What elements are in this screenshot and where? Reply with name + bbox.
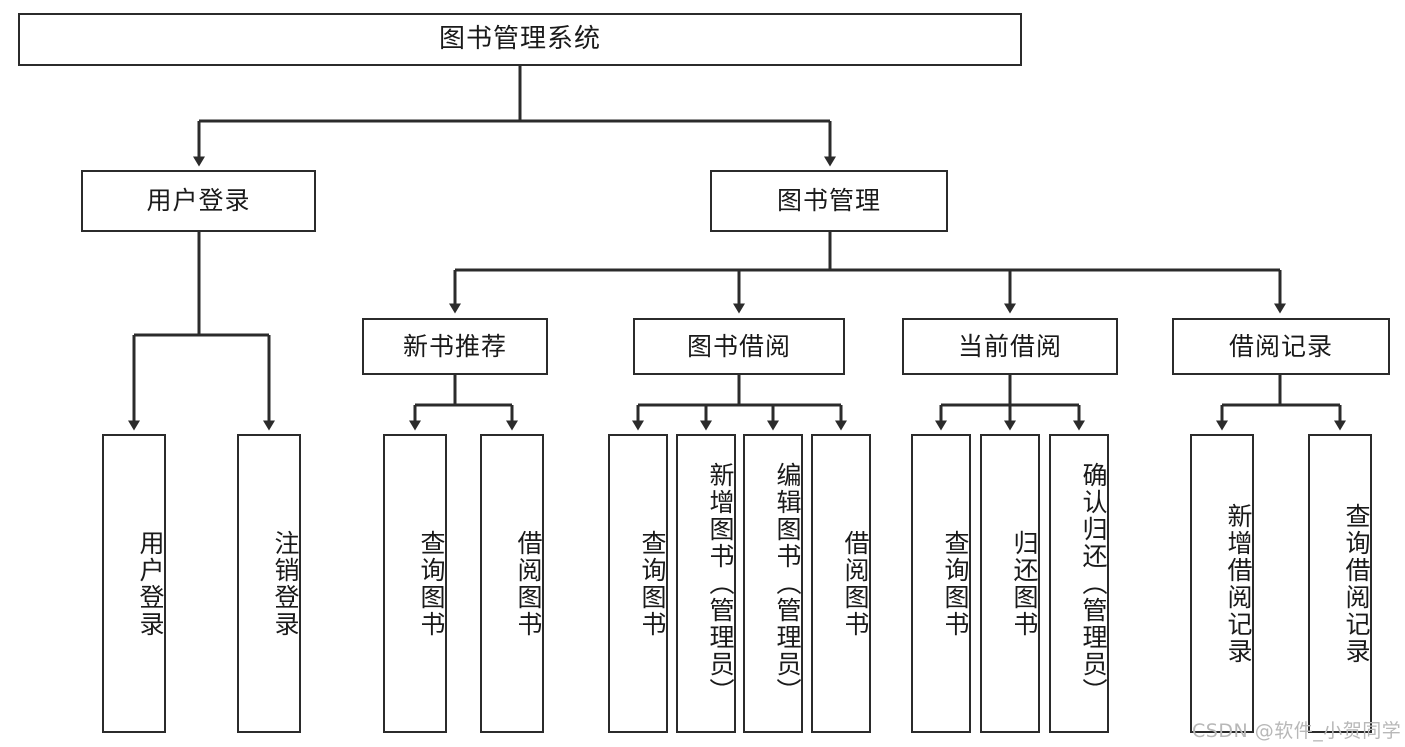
leaf-new-book-query-books[interactable]: 查询图书 <box>383 434 447 733</box>
node-label: 当前借阅 <box>957 331 1062 361</box>
node-label: 借阅记录 <box>1228 331 1333 361</box>
leaf-borrow-edit-book-admin[interactable]: 编辑图书（管理员） <box>743 434 803 733</box>
node-book-borrow[interactable]: 图书借阅 <box>633 318 845 375</box>
node-label: 新书推荐 <box>402 331 507 361</box>
leaf-borrow-borrow-books[interactable]: 借阅图书 <box>811 434 871 733</box>
leaf-records-add-record[interactable]: 新增借阅记录 <box>1190 434 1254 733</box>
node-new-book-recommend[interactable]: 新书推荐 <box>362 318 548 375</box>
node-borrow-records[interactable]: 借阅记录 <box>1172 318 1390 375</box>
node-current-borrow[interactable]: 当前借阅 <box>902 318 1118 375</box>
node-user-login[interactable]: 用户登录 <box>81 170 316 232</box>
node-label: 查询图书 <box>638 529 667 638</box>
node-label: 借阅图书 <box>514 529 543 638</box>
leaf-borrow-add-book-admin[interactable]: 新增图书（管理员） <box>676 434 736 733</box>
node-label: 图书管理 <box>776 186 881 216</box>
node-label: 归还图书 <box>1010 529 1039 638</box>
leaf-user-login-login[interactable]: 用户登录 <box>102 434 166 733</box>
node-label: 图书借阅 <box>686 331 791 361</box>
node-label: 查询借阅记录 <box>1342 502 1371 665</box>
leaf-user-login-logout[interactable]: 注销登录 <box>237 434 301 733</box>
leaf-current-query-books[interactable]: 查询图书 <box>911 434 971 733</box>
leaf-records-query-record[interactable]: 查询借阅记录 <box>1308 434 1372 733</box>
node-label: 查询图书 <box>417 529 446 638</box>
leaf-current-return-books[interactable]: 归还图书 <box>980 434 1040 733</box>
node-label: 查询图书 <box>941 529 970 638</box>
node-label: 新增图书（管理员） <box>706 462 735 705</box>
node-label: 编辑图书（管理员） <box>773 462 802 705</box>
node-book-management[interactable]: 图书管理 <box>710 170 948 232</box>
node-label: 注销登录 <box>271 529 300 638</box>
csdn-watermark: CSDN @软件_小贺同学 <box>1192 720 1402 742</box>
leaf-new-book-borrow-books[interactable]: 借阅图书 <box>480 434 544 733</box>
node-label: 新增借阅记录 <box>1224 502 1253 665</box>
node-label: 图书管理系统 <box>438 24 601 55</box>
node-root-book-management-system[interactable]: 图书管理系统 <box>18 13 1022 66</box>
node-label: 确认归还（管理员） <box>1079 462 1108 705</box>
node-label: 用户登录 <box>136 529 165 638</box>
leaf-borrow-query-books[interactable]: 查询图书 <box>608 434 668 733</box>
node-label: 借阅图书 <box>841 529 870 638</box>
leaf-current-confirm-return-admin[interactable]: 确认归还（管理员） <box>1049 434 1109 733</box>
node-label: 用户登录 <box>146 186 251 216</box>
